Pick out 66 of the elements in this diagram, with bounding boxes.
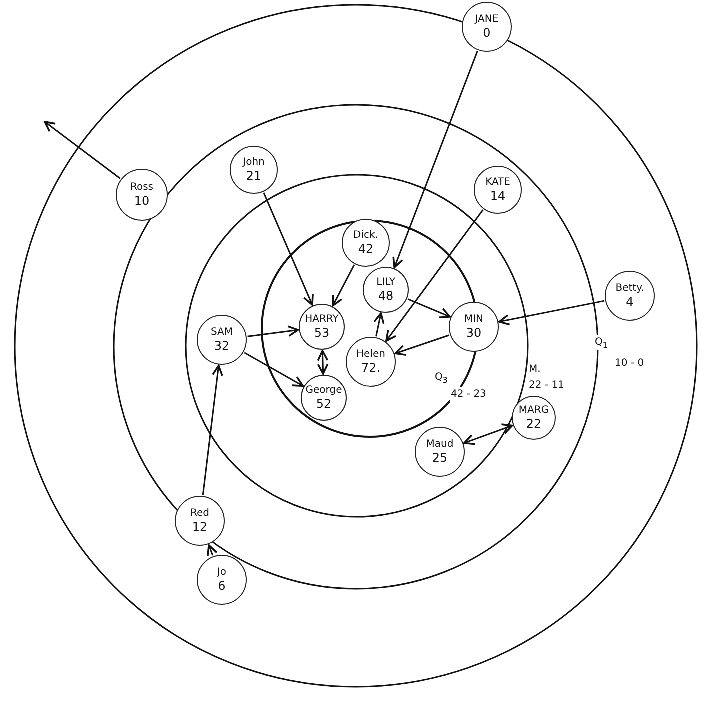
person-name: Maud [426,439,454,451]
person-name: MARG [518,405,550,417]
person-circle [230,146,278,194]
arrow [244,352,304,388]
choice-count: 52 [316,397,332,411]
choice-count: 10 [134,194,150,208]
choice-count: 53 [314,326,330,340]
choice-count: 6 [218,579,226,593]
person-name: Ross [130,182,154,194]
scale-label: 42 - 23 [450,387,488,402]
choice-count: 25 [432,451,448,465]
arrow [374,312,385,337]
arrow [408,298,451,319]
arrow [207,544,218,557]
person-name: HARRY [305,314,339,326]
person-name: Helen [356,349,386,361]
arrow [263,192,314,306]
scale-label: Q$_{3}$ [434,370,449,385]
person-circle [175,496,225,546]
arrow [332,264,356,307]
person-name: Dick. [354,230,378,242]
person-name: Betty. [616,283,644,295]
person-name: John [243,157,265,169]
person-circle [346,337,396,387]
person-circle [116,169,168,221]
person-circle [415,427,465,477]
arrow [317,350,329,375]
choice-count: 72. [361,361,381,375]
choice-count: 30 [466,326,482,340]
person-name: SAM [210,327,233,339]
arrow [464,424,514,446]
person-name: JANE [475,14,499,26]
person-circle [197,315,247,365]
choice-count: 21 [246,169,262,183]
person-name: Red [190,508,210,520]
choice-count: 22 [526,417,542,431]
arrow [394,334,450,356]
person-name: MIN [464,314,484,326]
person-circle [449,302,499,352]
choice-count: 4 [626,295,634,309]
person-circle [299,304,345,350]
person-name: Jo [217,567,227,579]
arrow [44,121,121,180]
choice-count: 32 [214,339,230,353]
person-name: KATE [486,177,510,189]
scale-label: Q$_{1}$ [594,335,609,350]
person-name: LILY [376,277,396,289]
person-circle [474,166,522,214]
person-circle [342,219,390,267]
arrow [498,300,605,326]
person-circle [197,555,247,605]
person-name: George [306,385,342,397]
person-circle [605,271,655,321]
choice-count: 48 [378,289,394,303]
arrow [248,326,300,338]
person-circle [301,375,347,421]
arrow [202,364,224,496]
person-circle [363,267,409,313]
person-circle [462,2,512,52]
choice-count: 0 [483,26,491,40]
choice-count: 42 [358,242,374,256]
person-circle [512,396,556,440]
arrow [392,51,478,268]
arrow [386,210,484,342]
choice-count: 14 [490,189,506,203]
choice-count: 12 [192,520,208,534]
